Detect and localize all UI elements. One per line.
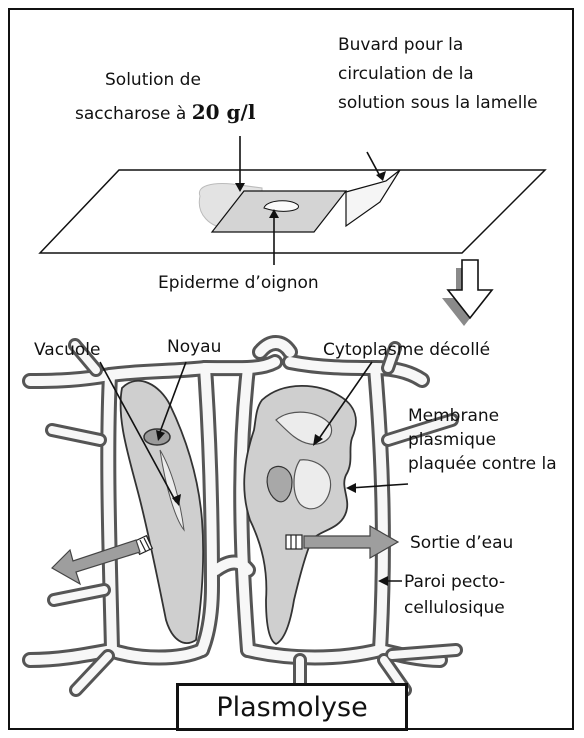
label-concentration: 20 g/l (192, 100, 256, 124)
cell-walls (30, 343, 456, 690)
label-solution-line1: Solution de (105, 69, 201, 91)
label-cytoplasme: Cytoplasme décollé (323, 339, 490, 361)
label-noyau: Noyau (167, 336, 221, 358)
label-sortie: Sortie d’eau (410, 532, 513, 554)
water-exit-arrow-left (52, 540, 140, 584)
label-paroi: Paroi pecto-cellulosique (404, 569, 554, 621)
diagram-title: Plasmolyse (216, 692, 367, 723)
label-vacuole: Vacuole (34, 339, 100, 361)
label-solution: saccharose à 20 g/l (75, 101, 255, 125)
pointer-membrane-head (346, 483, 356, 493)
label-membrane: Membrane plasmique plaquée contre la (408, 404, 558, 476)
label-epiderme: Epiderme d’oignon (158, 272, 319, 294)
pit-right (286, 535, 302, 549)
label-buvard: Buvard pour la circulation de la solutio… (338, 31, 538, 118)
title-box: Plasmolyse (176, 683, 408, 731)
left-cell-cytoplasm (121, 381, 204, 643)
label-solution-line2: saccharose à (75, 104, 186, 124)
